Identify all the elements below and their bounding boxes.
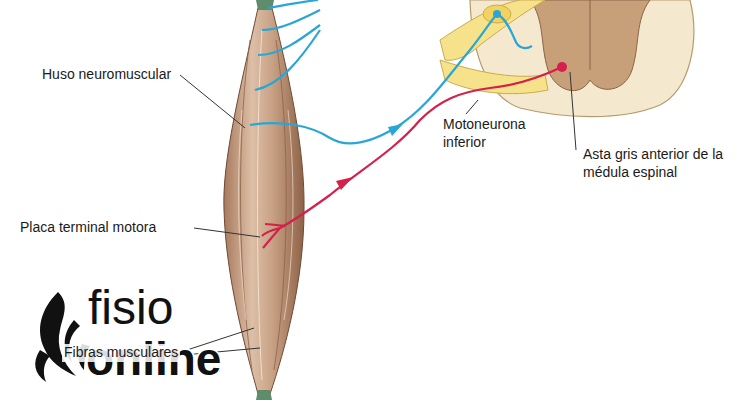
part-label: Huso neuromuscular: [42, 66, 171, 84]
watermark-icon: [35, 292, 90, 382]
part-label: Motoneurona inferior: [443, 116, 543, 151]
part-label: Asta gris anterior de la médula espinal: [583, 146, 733, 181]
part-label: Placa terminal motora: [20, 219, 156, 237]
watermark: fisio: [88, 284, 173, 332]
part-label: Fibras musculares: [62, 344, 180, 362]
tendon: [256, 0, 274, 400]
efferent-fiber: [262, 62, 567, 248]
spinal-cord: [470, 0, 694, 117]
leader-line: [180, 72, 576, 355]
